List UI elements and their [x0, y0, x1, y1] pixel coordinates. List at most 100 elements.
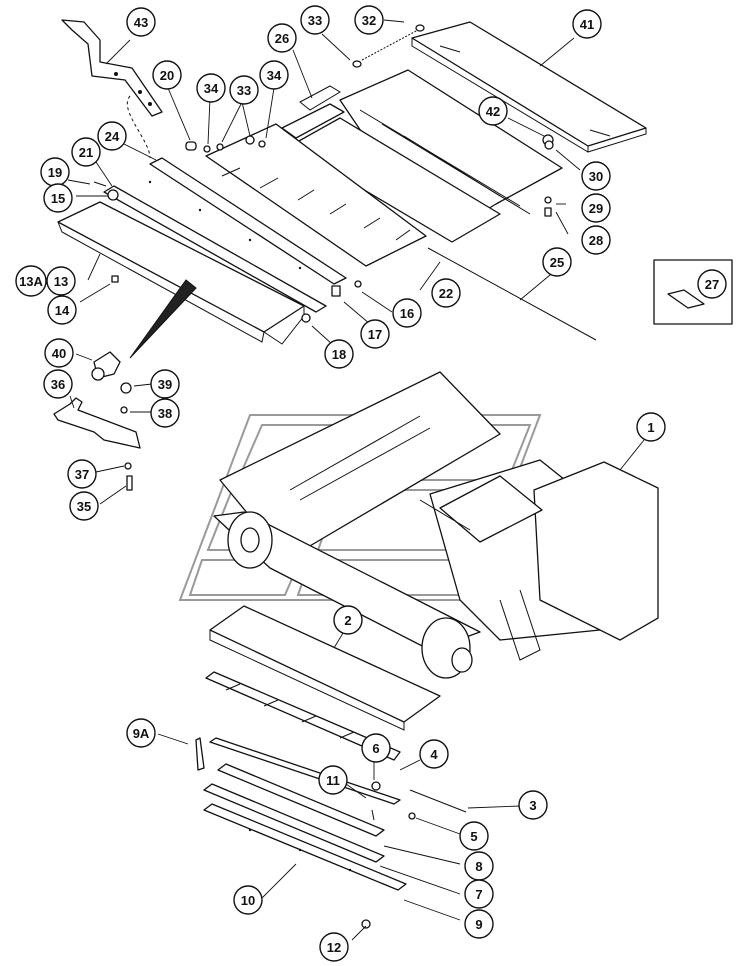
callout-41: 41: [572, 9, 602, 39]
callout-label: 22: [439, 286, 453, 301]
callout-40: 40: [44, 338, 74, 368]
callout-label: 13A: [19, 274, 43, 289]
callout-circle: [71, 137, 101, 167]
callout-label: 6: [372, 741, 379, 756]
callout-38: 38: [150, 398, 180, 428]
callout-label: 12: [327, 940, 341, 955]
callout-39: 39: [150, 369, 180, 399]
callout-circle: [581, 193, 611, 223]
callout-label: 29: [589, 201, 603, 216]
callout-circle: [354, 5, 384, 35]
callout-circle: [581, 161, 611, 191]
callout-24: 24: [97, 121, 127, 151]
callout-16: 16: [392, 298, 422, 328]
callout-label: 38: [158, 406, 172, 421]
callout-28: 28: [581, 225, 611, 255]
callout-label: 17: [368, 327, 382, 342]
callout-19: 19: [40, 157, 70, 187]
callout-25: 25: [542, 247, 572, 277]
callout-circle: [259, 60, 289, 90]
callout-label: 33: [308, 13, 322, 28]
callout-label: 43: [134, 15, 148, 30]
callout-circle: [44, 338, 74, 368]
callout-label: 9A: [133, 726, 150, 741]
callout-label: 36: [51, 377, 65, 392]
callout-label: 3: [529, 798, 536, 813]
callout-circle: [67, 459, 97, 489]
callout-29: 29: [581, 193, 611, 223]
callout-20: 20: [152, 60, 182, 90]
callout-circle: [572, 9, 602, 39]
callout-circle: [360, 319, 390, 349]
latch-part: [91, 351, 121, 381]
callout-label: 33: [237, 83, 251, 98]
callout-label: 42: [486, 104, 500, 119]
callout-5: 5: [459, 821, 489, 851]
callout-label: 2: [344, 613, 351, 628]
callout-label: 10: [241, 893, 255, 908]
callout-label: 19: [48, 165, 62, 180]
callout-circle: [333, 605, 363, 635]
callout-13a: 13A: [15, 265, 47, 297]
callout-circle: [267, 23, 297, 53]
callout-22: 22: [431, 278, 461, 308]
callout-circle: [126, 7, 156, 37]
callout-circle: [581, 225, 611, 255]
callout-circle: [300, 5, 330, 35]
callout-circle: [464, 879, 494, 909]
callout-label: 15: [51, 191, 65, 206]
callout-14: 14: [47, 295, 77, 325]
callout-label: 9: [475, 917, 482, 932]
callout-circle: [47, 295, 77, 325]
callout-17: 17: [360, 319, 390, 349]
callout-21: 21: [71, 137, 101, 167]
callout-3: 3: [518, 790, 548, 820]
callout-circle: [150, 369, 180, 399]
callout-label: 35: [77, 499, 91, 514]
callout-33: 33: [300, 5, 330, 35]
callout-circle: [478, 96, 508, 126]
callout-circle: [518, 790, 548, 820]
callout-circle: [636, 412, 666, 442]
callout-13: 13: [46, 266, 76, 296]
callout-15: 15: [43, 183, 73, 213]
callout-9: 9: [464, 909, 494, 939]
callout-label: 7: [475, 887, 482, 902]
callout-34: 34: [196, 73, 226, 103]
callout-4: 4: [419, 739, 449, 769]
callout-35: 35: [69, 491, 99, 521]
callout-label: 26: [275, 31, 289, 46]
callout-label: 20: [160, 68, 174, 83]
callout-circle: [319, 932, 349, 962]
callout-7: 7: [464, 879, 494, 909]
callout-label: 34: [204, 81, 219, 96]
callout-circle: [150, 398, 180, 428]
callout-label: 16: [400, 306, 414, 321]
callout-circle: [152, 60, 182, 90]
callout-11: 11: [318, 765, 348, 795]
callout-6: 6: [361, 733, 391, 763]
bracket-part: [61, 19, 163, 159]
concave-panel-part: [205, 69, 563, 267]
callout-label: 40: [52, 346, 66, 361]
hardware-parts: [93, 134, 597, 341]
callout-label: 4: [430, 747, 438, 762]
callout-label: 28: [589, 233, 603, 248]
callout-circle: [361, 733, 391, 763]
callout-label: 34: [267, 68, 282, 83]
cover-plate-part: [411, 21, 647, 153]
callout-10: 10: [233, 885, 263, 915]
callout-2: 2: [333, 605, 363, 635]
callout-36: 36: [43, 369, 73, 399]
callout-circle: [542, 247, 572, 277]
callout-27: 27: [697, 269, 727, 299]
callout-label: 30: [589, 169, 603, 184]
callout-circle: [69, 491, 99, 521]
callout-18: 18: [324, 339, 354, 369]
leader-lines: [67, 19, 645, 941]
bar-part: [103, 157, 347, 313]
spring-part: [352, 24, 425, 68]
callout-circle: [419, 739, 449, 769]
